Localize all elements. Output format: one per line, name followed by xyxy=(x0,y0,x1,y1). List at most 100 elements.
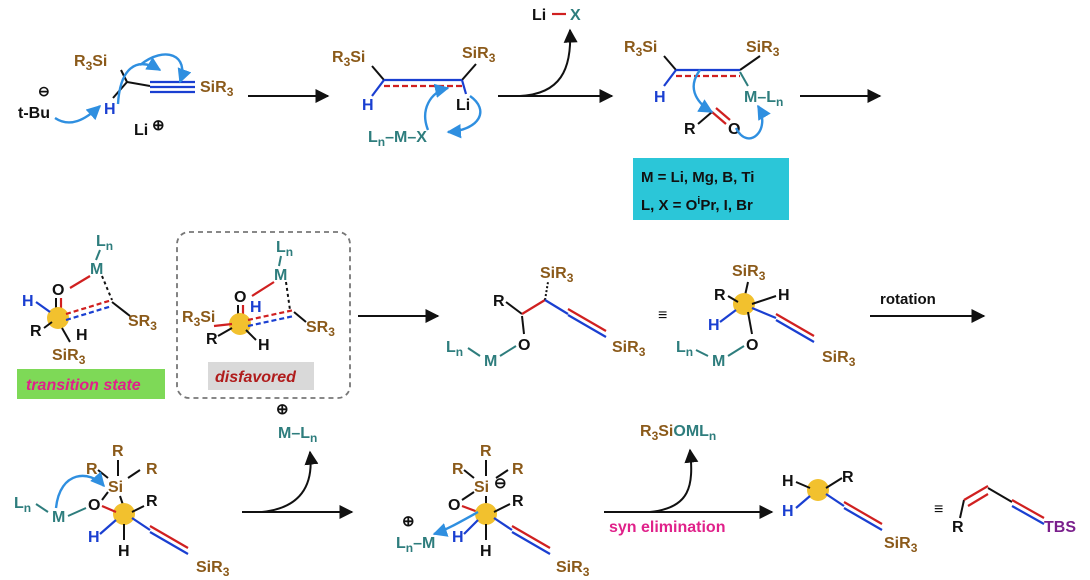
alkyne-enyne-a xyxy=(1011,499,1045,519)
ch-blue-product xyxy=(795,495,811,509)
h-ts2-top: H xyxy=(250,299,262,316)
metal-alkoxide-product: R SiR3 SiR3 O M Ln xyxy=(446,265,646,370)
si-int1: Si xyxy=(108,479,123,496)
ln-int1: Ln xyxy=(14,495,31,515)
rc-bond-3 xyxy=(697,111,713,125)
h-atom-3: H xyxy=(654,89,666,106)
ch-bond-ts1 xyxy=(35,301,51,313)
lm-bond-prod1 xyxy=(467,347,481,357)
metal-attack-arrow xyxy=(424,83,450,131)
h-product-top: H xyxy=(782,473,794,490)
alkyne-int2a xyxy=(511,525,551,549)
co-double-bond-3a xyxy=(711,111,727,125)
ln-m-int2: Ln–M xyxy=(396,535,435,555)
alkene-enyne-b xyxy=(967,493,989,507)
o-aldehyde-3: O xyxy=(728,121,740,138)
disfavored-tag-text: disfavored xyxy=(215,369,297,386)
ch-bond-3 xyxy=(663,69,677,87)
o-to-si-arrow xyxy=(54,471,105,509)
oc-bond-int1 xyxy=(101,504,117,514)
r-left-int2: R xyxy=(452,461,464,478)
sir3-prod1: SiR3 xyxy=(540,265,574,285)
li-cation-1: Li xyxy=(134,122,148,139)
r-right-int1: R xyxy=(146,461,158,478)
sir3-prod2: SiR3 xyxy=(732,263,766,283)
terminal-carbon-highlight xyxy=(807,479,829,501)
c-c-bond-1 xyxy=(126,81,151,87)
h-atom-2: H xyxy=(362,97,374,114)
r-enyne: R xyxy=(952,519,964,536)
transition-state-tag-text: transition state xyxy=(26,377,141,394)
sir3-product: SiR3 xyxy=(884,535,918,555)
rsi-bond-int2-right xyxy=(495,469,509,479)
mo-bond-ts1 xyxy=(69,275,91,289)
o-ts2: O xyxy=(234,289,246,306)
transition-state-tag: transition state xyxy=(17,369,165,399)
stereocenter-ts2 xyxy=(229,313,251,335)
h-ts1-left: H xyxy=(22,293,34,310)
r-prod1: R xyxy=(493,293,505,310)
om-bond-int1 xyxy=(67,507,87,517)
mc-dash-ts2 xyxy=(285,281,291,311)
li-plus-charge: ⊕ xyxy=(152,117,165,134)
csi-bond-3a xyxy=(663,55,677,71)
sr3-ts2: SR3 xyxy=(306,319,335,339)
ch-blue-prod2 xyxy=(719,309,737,323)
conditions-metals: M = Li, Mg, B, Ti xyxy=(641,169,754,186)
r-product: R xyxy=(842,469,854,486)
o-prod1: O xyxy=(518,337,530,354)
mc-dash-ts1 xyxy=(101,275,113,301)
stereocenter-int1 xyxy=(113,503,135,525)
rsi-bond-int1-left xyxy=(97,469,109,479)
sir3-prod1-end: SiR3 xyxy=(612,339,646,359)
r-ts2: R xyxy=(206,331,218,348)
alkyne-int2b xyxy=(511,531,551,555)
alkyne-prod2b xyxy=(775,319,815,343)
rc-bond-prod1 xyxy=(505,301,523,315)
stereocenter-ts1 xyxy=(47,307,69,329)
c-alkyne-bond-int2 xyxy=(493,517,513,531)
tbs-label: TBS xyxy=(1044,519,1076,536)
r-top-int1: R xyxy=(112,443,124,460)
silanolate-formula: R3SiOMLn xyxy=(640,423,716,443)
ch-blue-int2 xyxy=(463,519,479,535)
transition-state-tag-bg xyxy=(17,369,165,399)
disfavored-dashed-box xyxy=(176,231,351,399)
alkyne-prod1a xyxy=(567,308,607,332)
byproduct-lix: Li X xyxy=(519,7,581,97)
ln-ts1: Ln xyxy=(96,233,113,253)
oc-bond-int2 xyxy=(461,504,479,514)
allene-to-carbonyl-arrow xyxy=(692,69,714,114)
co-bond-prod2 xyxy=(747,311,753,335)
alkyne-prod1b xyxy=(567,314,607,338)
co-double-bond-3b xyxy=(715,107,731,121)
c-sr3-bond-ts1 xyxy=(111,301,131,317)
csi-bond-ts1 xyxy=(61,327,71,343)
li-to-x-arrow xyxy=(446,95,482,139)
c-alkyne-bond-prod2 xyxy=(751,306,777,320)
o-prod2: O xyxy=(746,337,758,354)
alkoxide-projection: SiR3 R H H SiR3 O M Ln xyxy=(676,263,856,370)
csi-bond-ts2 xyxy=(213,322,233,328)
cr-bond-prod2 xyxy=(727,295,739,303)
csi-hash-prod1 xyxy=(544,281,549,301)
h-int1-bottom: H xyxy=(118,543,130,560)
om-bond-prod1 xyxy=(499,345,517,357)
h-product-bottom: H xyxy=(782,503,794,520)
si-minus-charge: ⊖ xyxy=(494,475,507,492)
lm-bond-ts2 xyxy=(278,255,282,267)
h-ts2-right: H xyxy=(258,337,270,354)
pentacoordinate-silicate: R R R Si ⊖ O R H H SiR3 Ln–M ⊕ xyxy=(396,443,590,579)
r3si-1: R3Si xyxy=(74,53,107,73)
mln-3: M–Ln xyxy=(744,89,783,109)
ch-bond-ts2 xyxy=(245,329,257,341)
h-int2-bottom: H xyxy=(480,543,492,560)
lm-bond-int1 xyxy=(35,503,49,513)
sir3-ts1: SiR3 xyxy=(52,347,86,367)
csi-bond-2a xyxy=(371,65,385,81)
lnmx-2: Ln–M–X xyxy=(368,129,427,149)
alkyne-int1b xyxy=(149,531,189,555)
ch-bond-prod2 xyxy=(751,295,777,305)
alkyne-prod2a xyxy=(775,313,815,337)
